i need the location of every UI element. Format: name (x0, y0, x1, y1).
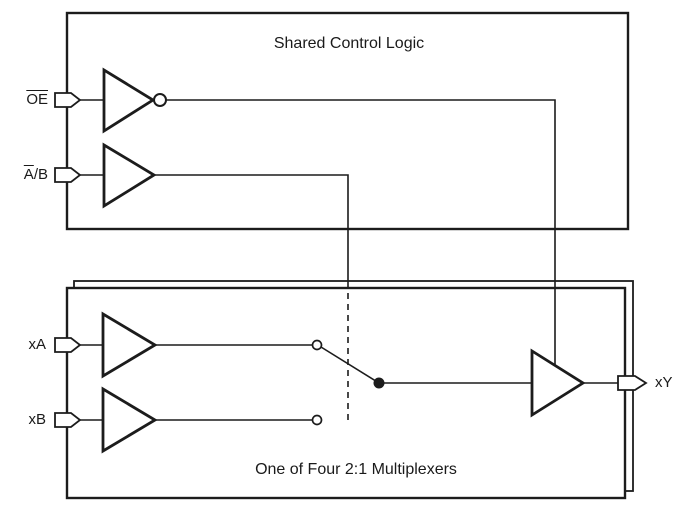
switch-contact-a-icon (311, 339, 323, 351)
xy-pin-label: xY (655, 374, 673, 391)
switch-contact-b-icon (311, 414, 323, 426)
shared-control-logic-title: Shared Control Logic (273, 35, 425, 52)
xa-pin-label: xA (28, 336, 46, 353)
select-buffer-icon (102, 142, 157, 209)
select-pin-label: A/B (8, 165, 48, 185)
xb-buffer-icon (101, 386, 158, 454)
switch-lever (320, 346, 380, 384)
oe-pin-label: OE (8, 90, 48, 110)
mux-box-title: One of Four 2:1 Multiplexers (255, 461, 457, 478)
output-buffer-icon (530, 348, 586, 418)
xb-input-pin-icon (54, 412, 82, 428)
wires (78, 99, 620, 421)
oe-control-wire (166, 99, 556, 370)
oe-pin-label-text: OE (26, 91, 48, 108)
xb-pin-label: xB (28, 411, 46, 428)
select-input-pin-icon (54, 167, 82, 183)
select-pin-label-a: A (23, 166, 34, 183)
switch-junction-dot-icon (373, 377, 385, 389)
oe-inverter-icon (102, 67, 156, 134)
pin-symbols (54, 92, 648, 428)
select-pin-label-b: /B (33, 166, 48, 183)
oe-input-pin-icon (54, 92, 82, 108)
gates (101, 67, 586, 454)
xy-output-pin-icon (617, 375, 648, 391)
xa-input-pin-icon (54, 337, 82, 353)
select-wire (154, 174, 349, 288)
xa-buffer-icon (101, 311, 158, 379)
inverter-bubble-icon (153, 93, 167, 107)
